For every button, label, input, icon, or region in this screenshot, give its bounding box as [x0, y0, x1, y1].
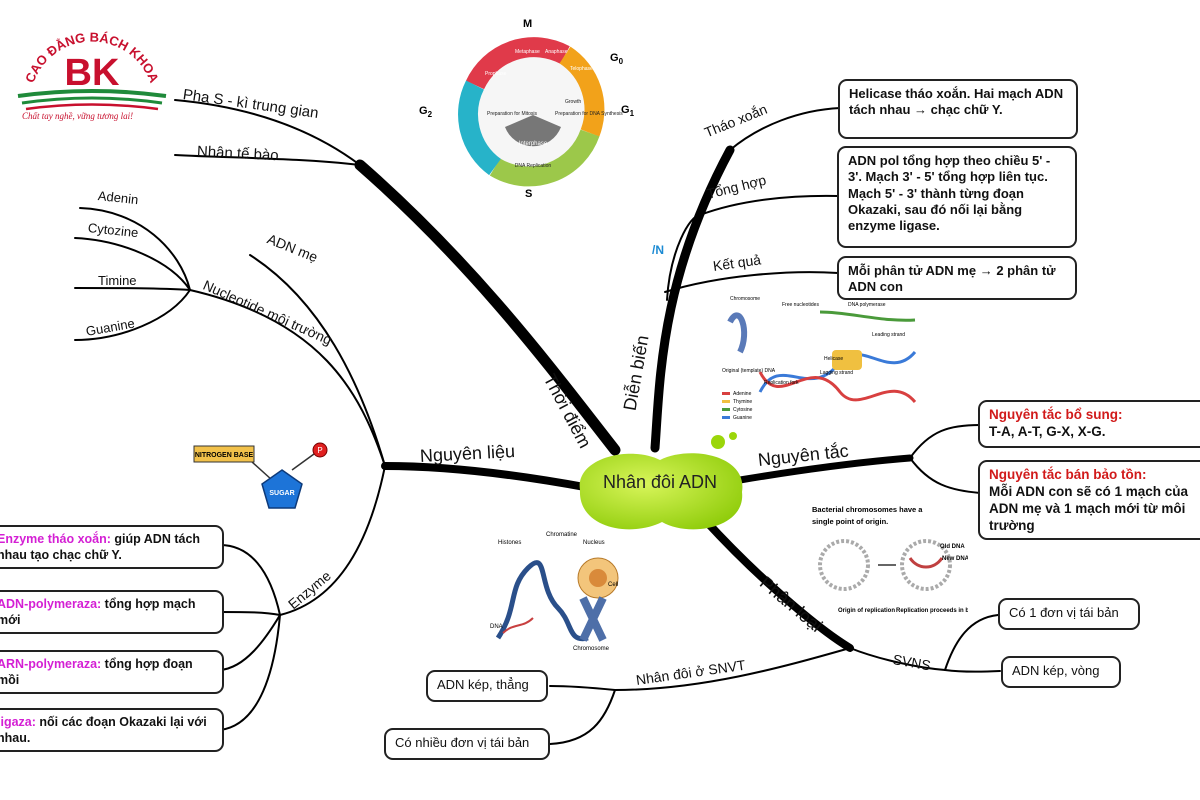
chromatin-chromatine: Chromatine: [546, 532, 578, 538]
cc-interphase: Interphase: [519, 141, 548, 147]
enzyme-desc: tổng hợp đoạn mồi: [0, 657, 193, 687]
box-nguyen-tac-ban-bao-ton: Nguyên tắc bán bảo tồn: Mỗi ADN con sẽ c…: [978, 460, 1200, 540]
cc-prep-dna: Preparation for DNA Synthesis: [555, 111, 623, 117]
ban-bao-ton-title: Nguyên tắc bán bảo tồn:: [989, 467, 1147, 482]
enzyme-name: Enzyme tháo xoắn:: [0, 532, 111, 546]
nucleotide-phosphate-label: P: [317, 446, 322, 455]
bacteria-proceeds: Replication proceeds in both directions: [896, 608, 968, 614]
box-tong-hop: ADN pol tổng hợp theo chiều 5' - 3'. Mạc…: [837, 146, 1077, 248]
svg-text:Adenine: Adenine: [733, 391, 752, 397]
bacteria-origin: Origin of replication: [838, 608, 895, 614]
stray-mark: /N: [652, 243, 664, 257]
enzyme-box-thao-xoan: Enzyme tháo xoắn: giúp ADN tách nhau tạo…: [0, 525, 224, 569]
label-base-timine: Timine: [98, 273, 137, 288]
chromatin-nucleus: Nucleus: [583, 540, 605, 546]
enzyme-desc: giúp ADN tách nhau tạo chạc chữ Y.: [0, 532, 201, 562]
box-thao-xoan: Helicase tháo xoắn. Hai mạch ADN tách nh…: [838, 79, 1078, 139]
cc-anaphase: Anaphase: [545, 49, 568, 55]
replication-free-nucleotides: Free nucleotides: [782, 302, 819, 308]
box-snvt-1: ADN kép, thẳng: [426, 670, 548, 702]
enzyme-box-arn-polymeraza: ARN-polymeraza: tổng hợp đoạn mồi: [0, 650, 224, 694]
replication-chromosome: Chromosome: [730, 296, 760, 302]
enzyme-box-ligaza: ligaza: nối các đoạn Okazaki lại với nha…: [0, 708, 224, 752]
cc-dna-replication: DNA Replication: [515, 163, 552, 169]
box-snvt-2: Có nhiều đơn vị tái bản: [384, 728, 550, 760]
cell-cycle-figure: M G0 G1 G2 S Interphase DNA Replication …: [419, 18, 635, 200]
replication-original-dna: Original (template) DNA: [722, 368, 776, 374]
replication-helicase: Helicase: [824, 356, 843, 362]
chromatin-figure: Histones Chromatine Nucleus Cell DNA Chr…: [490, 532, 619, 652]
mitosis-arc: [465, 37, 570, 90]
branch-dien-bien: [650, 145, 735, 453]
enzyme-box-adn-polymeraza: ADN-polymeraza: tổng hợp mạch mới: [0, 590, 224, 634]
enzyme-name: ARN-polymeraza:: [0, 657, 102, 671]
cc-label-s: S: [525, 188, 532, 200]
logo-slogan: Chất tay nghề, vững tương lai!: [22, 111, 134, 121]
box-ket-qua: Mỗi phân tử ADN mẹ → 2 phân tử ADN con: [837, 256, 1077, 300]
enzyme-desc: tổng hợp mạch mới: [0, 597, 196, 627]
bacteria-new-dna: New DNA: [942, 556, 968, 562]
enzyme-desc: nối các đoạn Okazaki lại với nhau.: [0, 715, 207, 745]
svg-text:Guanine: Guanine: [733, 415, 752, 421]
g1-arc: [559, 46, 605, 137]
cc-label-g2: G2: [419, 105, 433, 119]
replication-dna-polymerase: DNA polymerase: [848, 302, 886, 308]
svg-text:Thymine: Thymine: [733, 399, 752, 405]
bo-sung-title: Nguyên tắc bổ sung:: [989, 407, 1123, 422]
cc-growth: Growth: [565, 99, 581, 105]
box-nguyen-tac-bo-sung: Nguyên tắc bổ sung: T-A, A-T, G-X, X-G.: [978, 400, 1200, 448]
enzyme-name: ADN-polymeraza:: [0, 597, 102, 611]
replication-fork: Replication fork: [764, 380, 799, 386]
nucleotide-base-label: NITROGEN BASE: [195, 452, 254, 459]
branch-nguyen-lieu: [381, 462, 594, 492]
replication-lagging-strand: Lagging strand: [820, 370, 853, 376]
cc-prophase: Prophase: [485, 71, 507, 77]
bacteria-old-dna: Old DNA: [940, 544, 965, 550]
enzyme-name: ligaza:: [0, 715, 36, 729]
logo-initials: BK: [65, 52, 120, 94]
nucleotide-figure: NITROGEN BASE SUGAR P: [193, 442, 328, 509]
branch-nguyen-tac: [736, 454, 914, 484]
chromatin-dna: DNA: [490, 624, 503, 630]
cc-label-m: M: [523, 18, 532, 30]
cc-label-g0: G0: [610, 52, 624, 66]
branch-thoi-diem: [354, 159, 621, 456]
chromatin-histones: Histones: [498, 540, 521, 546]
branch-phan-loai: [701, 516, 854, 652]
box-svns-2: ADN kép, vòng: [1001, 656, 1121, 688]
center-node: Nhân đôi ADN: [570, 440, 750, 540]
chromatin-chromosome: Chromosome: [573, 646, 610, 652]
g2-arc: [458, 80, 502, 176]
center-title: Nhân đôi ADN: [602, 472, 718, 492]
nucleotide-sugar-label: SUGAR: [269, 490, 294, 497]
replication-figure: Chromosome Free nucleotides DNA polymera…: [722, 296, 917, 421]
cc-prep-mitosis: Preparation for Mitosis: [487, 111, 538, 117]
s-arc: [489, 129, 600, 187]
logo-graphic: CAO ĐẲNG BÁCH KHOA BK: [17, 30, 167, 111]
cc-metaphase: Metaphase: [515, 49, 540, 55]
replication-leading-strand: Leading strand: [872, 332, 905, 338]
box-svns-1: Có 1 đơn vị tái bản: [998, 598, 1140, 630]
logo: CAO ĐẲNG BÁCH KHOA BK: [12, 18, 172, 128]
ban-bao-ton-text: Mỗi ADN con sẽ có 1 mạch của ADN mẹ và 1…: [989, 483, 1189, 533]
replication-legend: Adenine Thymine Cytosine Guanine: [722, 391, 753, 421]
cc-telophase: Telophase: [570, 66, 593, 72]
bo-sung-text: T-A, A-T, G-X, X-G.: [989, 423, 1106, 439]
svg-text:Cytosine: Cytosine: [733, 407, 753, 413]
center-blob: [579, 453, 743, 530]
cc-label-g1: G1: [621, 104, 635, 118]
chromatin-cell: Cell: [608, 582, 618, 588]
